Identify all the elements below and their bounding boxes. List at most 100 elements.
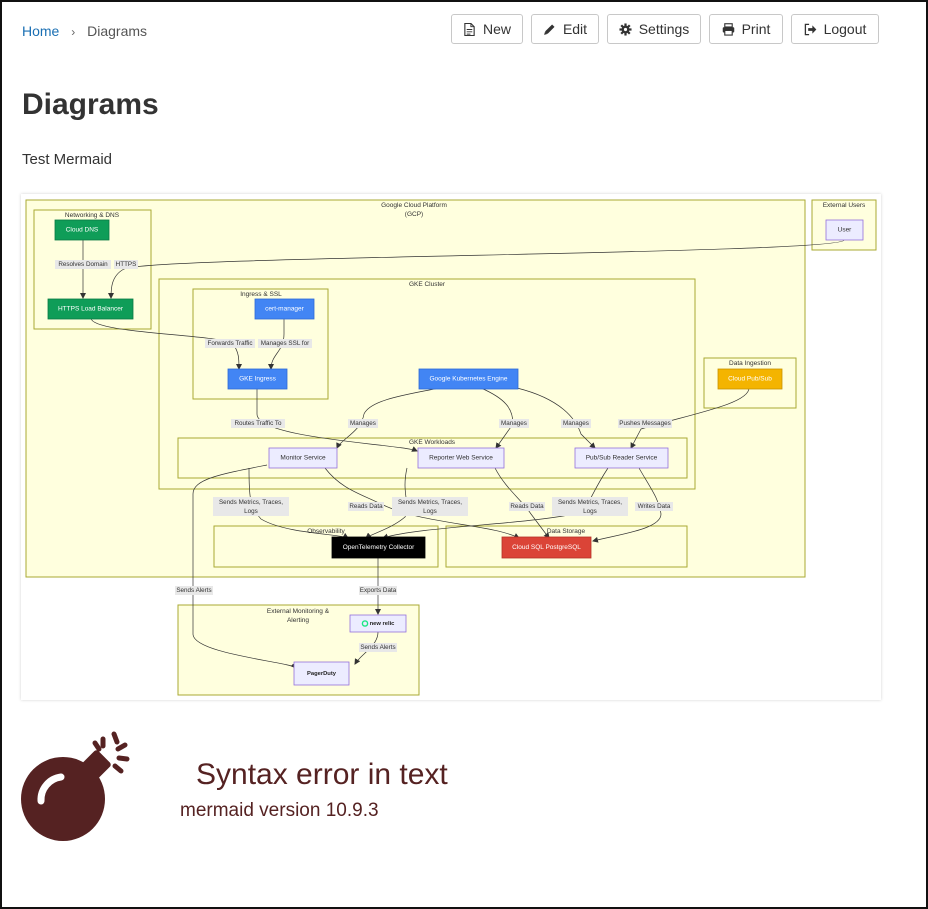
svg-text:Cloud DNS: Cloud DNS — [66, 227, 99, 234]
node-opentelemetry-collector[interactable]: OpenTelemetry Collector — [331, 536, 426, 559]
svg-text:HTTPS: HTTPS — [116, 261, 137, 268]
edge-label-https: HTTPS — [114, 260, 138, 269]
print-button[interactable]: Print — [709, 14, 783, 44]
node-cloud-pubsub[interactable]: Cloud Pub/Sub — [717, 368, 783, 390]
printer-icon — [722, 22, 734, 36]
subgraph-data-storage-title: Data Storage — [547, 528, 586, 535]
svg-text:Reads Data: Reads Data — [349, 503, 383, 510]
new-button[interactable]: New — [451, 14, 523, 44]
svg-text:HTTPS Load Balancer: HTTPS Load Balancer — [58, 306, 124, 313]
breadcrumb-current: Diagrams — [87, 23, 148, 39]
edit-button-label: Edit — [562, 21, 588, 37]
node-monitor-service[interactable]: Monitor Service — [268, 447, 338, 469]
node-cert-manager[interactable]: cert-manager — [254, 298, 315, 320]
node-reporter-web-service[interactable]: Reporter Web Service — [417, 447, 505, 469]
page-title: Diagrams — [22, 88, 159, 121]
node-cloud-sql-postgresql[interactable]: Cloud SQL PostgreSQL — [501, 536, 592, 559]
edge-label-routes-traffic: Routes Traffic To — [231, 419, 285, 428]
subgraph-gcp-title-2: (GCP) — [405, 211, 423, 218]
svg-text:Pub/Sub Reader Service: Pub/Sub Reader Service — [586, 455, 658, 462]
sign-out-icon — [804, 23, 816, 35]
edge-label-manages-3: Manages — [561, 419, 591, 428]
edge-label-sends-metrics-2: Sends Metrics, Traces,Logs — [392, 497, 468, 516]
edge-label-reads-data-1: Reads Data — [348, 502, 384, 511]
pencil-icon — [544, 23, 555, 35]
node-gke-engine[interactable]: Google Kubernetes Engine — [418, 368, 519, 390]
svg-text:Exports Data: Exports Data — [360, 587, 397, 594]
svg-text:Sends Metrics, Traces,: Sends Metrics, Traces, — [558, 499, 622, 506]
edit-button[interactable]: Edit — [531, 14, 599, 44]
node-new-relic[interactable]: new relic — [349, 614, 407, 633]
breadcrumb: Home › Diagrams — [22, 23, 147, 39]
edge-label-sends-alerts-2: Sends Alerts — [359, 643, 397, 652]
node-pagerduty[interactable]: PagerDuty — [293, 661, 350, 686]
edge-label-pushes-messages: Pushes Messages — [618, 419, 672, 428]
svg-text:PagerDuty: PagerDuty — [307, 671, 337, 677]
svg-text:cert-manager: cert-manager — [265, 306, 304, 313]
svg-text:Resolves Domain: Resolves Domain — [58, 261, 108, 268]
svg-text:OpenTelemetry Collector: OpenTelemetry Collector — [343, 544, 415, 551]
subgraph-gke-cluster-title: GKE Cluster — [409, 281, 446, 288]
svg-text:Sends Alerts: Sends Alerts — [176, 587, 211, 594]
subgraph-external-monitoring-title-1: External Monitoring & — [267, 608, 330, 615]
node-gke-ingress[interactable]: GKE Ingress — [227, 368, 288, 390]
svg-text:Routes Traffic To: Routes Traffic To — [234, 420, 282, 427]
svg-text:GKE Ingress: GKE Ingress — [239, 376, 277, 383]
logout-button[interactable]: Logout — [791, 14, 879, 44]
edge-label-forwards-traffic: Forwards Traffic — [205, 339, 255, 348]
subgraph-ingress-title: Ingress & SSL — [240, 291, 282, 298]
node-user[interactable]: User — [825, 219, 864, 241]
svg-text:Monitor Service: Monitor Service — [280, 455, 326, 462]
diagram-edge-labels: Resolves Domain HTTPS Forwards Traffic M… — [55, 260, 673, 652]
svg-text:Reads Data: Reads Data — [510, 503, 544, 510]
edge-label-manages-ssl: Manages SSL for — [258, 339, 312, 348]
svg-text:Sends Metrics, Traces,: Sends Metrics, Traces, — [219, 499, 283, 506]
svg-text:new relic: new relic — [370, 621, 396, 627]
new-button-label: New — [482, 21, 511, 37]
svg-text:Google Kubernetes Engine: Google Kubernetes Engine — [429, 376, 507, 383]
svg-text:Logs: Logs — [423, 508, 437, 515]
svg-text:Writes Data: Writes Data — [638, 503, 671, 510]
svg-text:Logs: Logs — [583, 508, 597, 515]
edge-label-manages-1: Manages — [348, 419, 378, 428]
node-https-load-balancer[interactable]: HTTPS Load Balancer — [47, 298, 134, 320]
edge-label-writes-data: Writes Data — [635, 502, 673, 511]
subgraph-data-ingestion-title: Data Ingestion — [729, 360, 771, 367]
edge-label-sends-metrics-3: Sends Metrics, Traces, Logs — [552, 497, 628, 516]
svg-text:Pushes Messages: Pushes Messages — [619, 420, 670, 427]
subgraph-workloads-title: GKE Workloads — [409, 439, 456, 446]
subgraph-external-users-title: External Users — [823, 202, 866, 209]
top-bar: Home › Diagrams New Edit Settings Print … — [2, 2, 926, 62]
architecture-diagram: Google Cloud Platform (GCP) External Use… — [25, 199, 877, 696]
svg-text:Manages SSL for: Manages SSL for — [261, 340, 309, 347]
breadcrumb-home-link[interactable]: Home — [22, 23, 60, 39]
svg-text:Reporter Web Service: Reporter Web Service — [429, 455, 493, 462]
error-version: mermaid version 10.9.3 — [180, 800, 379, 821]
print-button-label: Print — [741, 21, 771, 37]
svg-text:Forwards Traffic: Forwards Traffic — [207, 340, 252, 347]
svg-text:Cloud Pub/Sub: Cloud Pub/Sub — [728, 376, 772, 383]
page-subtitle: Test Mermaid — [22, 151, 113, 168]
new-document-icon — [464, 22, 475, 36]
subgraph-gcp-title-1: Google Cloud Platform — [381, 202, 447, 209]
subgraph-networking-title: Networking & DNS — [65, 212, 120, 219]
edge-label-sends-alerts-1: Sends Alerts — [175, 586, 213, 595]
edge-label-manages-2: Manages — [499, 419, 529, 428]
svg-text:User: User — [838, 227, 853, 234]
settings-button[interactable]: Settings — [607, 14, 701, 44]
edge-label-reads-data-2: Reads Data — [509, 502, 545, 511]
error-title: Syntax error in text — [196, 758, 448, 791]
settings-button-label: Settings — [638, 21, 690, 37]
new-relic-logo-icon — [361, 620, 369, 627]
subgraph-external-monitoring-title-2: Alerting — [287, 617, 309, 624]
svg-text:Manages: Manages — [350, 420, 376, 427]
bomb-icon — [21, 731, 133, 848]
edge-label-sends-metrics-1: Sends Metrics, Traces, Logs — [213, 497, 289, 516]
svg-text:Logs: Logs — [244, 508, 258, 515]
node-pubsub-reader-service[interactable]: Pub/Sub Reader Service — [574, 447, 669, 469]
svg-text:Manages: Manages — [501, 420, 527, 427]
mermaid-diagram: Google Cloud Platform (GCP) External Use… — [21, 194, 881, 700]
node-cloud-dns[interactable]: Cloud DNS — [54, 219, 110, 241]
gear-icon — [619, 22, 632, 36]
edge-label-resolves-domain: Resolves Domain — [55, 260, 111, 269]
